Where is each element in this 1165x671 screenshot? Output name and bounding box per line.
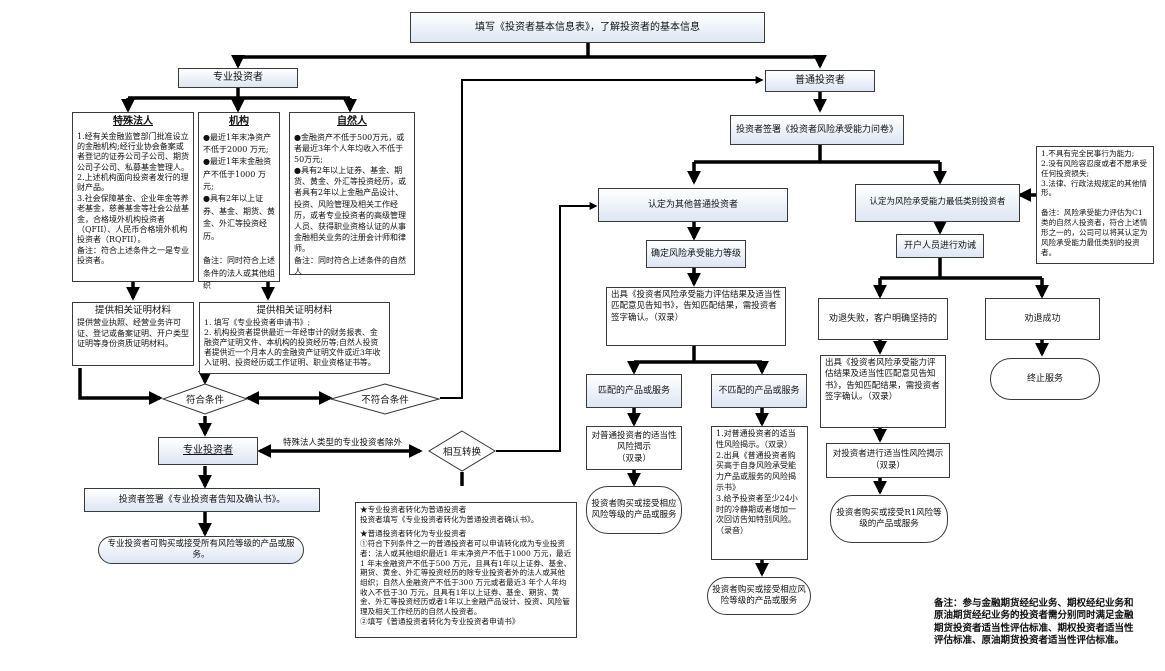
footnote: 备注：参与金融期货经纪业务、期权经纪业务和原油期货经纪业务的投资者需分别同时满足…	[934, 598, 1134, 647]
pro-investor-label: 专业投资者	[183, 445, 233, 457]
top-info-box: 填写《投资者基本信息表》，了解投资者的基本信息	[410, 12, 765, 43]
recognized-ordinary-text: 认定为其他普通投资者	[647, 199, 738, 210]
proof-right-title: 提供相关证明材料	[256, 305, 333, 316]
matched-reveal-box: 对普通投资者的适当性风险揭示 （双录）	[586, 426, 682, 470]
terminate-service-text: 终止服务	[1026, 373, 1063, 384]
unmatched-steps-box: 1.对普通投资者的适当性风险揭示。（双录） 2.出具《普通投资者购买高于自身风险…	[711, 426, 808, 560]
special-legal-box: 特殊法人 1.经有关金融监管部门批准设立的金融机构;经行业协会备案或者登记的证券…	[72, 112, 194, 282]
natural-person-title: 自然人	[337, 116, 367, 127]
issue-result2-box: 出具《投资者风险承受能力评估结果及适当性匹配意见告知书》，告知匹配结果，需投资者…	[820, 355, 946, 428]
unmatched-box: 不匹配的产品或服务	[711, 374, 807, 408]
r1-buy-text: 投资者购买或接受R1风险等级的产品或服务	[836, 507, 942, 529]
institution-box: 机构 ●最近1年末净资产不低于2000 万元; ●最近1年末金融资产不低于100…	[198, 112, 280, 290]
issue-result2-text: 出具《投资者风险承受能力评估结果及适当性匹配意见告知书》，告知匹配结果，需投资者…	[825, 358, 940, 403]
conversion-line-3: ★普通投资者转化为专业投资者	[360, 529, 467, 539]
unmatched-buy-text: 投资者购买或接受相应风险等级的产品或服务	[712, 584, 806, 606]
dissuade-text: 开户人员进行劝诫	[903, 240, 976, 251]
determine-level-text: 确定风险承受能力等级	[651, 248, 742, 259]
issue-result-text: 出具《投资者风险承受能力评估结果及适当性匹配意见告知书》，告知匹配结果，需投资者…	[611, 290, 782, 323]
mutual-conversion-diamond: 相互转换	[428, 430, 496, 472]
institution-body: ●最近1年末净资产不低于2000 万元; ●最近1年末金融资产不低于1000 万…	[203, 132, 275, 291]
meets-condition-label: 符合条件	[185, 395, 224, 406]
determine-level-box: 确定风险承受能力等级	[646, 240, 746, 268]
proof-right-box: 提供相关证明材料 1. 填写《专业投资者申请书》; 2. 机构投资者提供最近一年…	[199, 302, 390, 374]
meets-condition-diamond: 符合条件	[162, 383, 248, 415]
terminate-service-box: 终止服务	[990, 358, 1100, 400]
reveal2-box: 对投资者进行适当性风险揭示（双录）	[826, 443, 950, 478]
conversion-line-2: 投资者填写《专业投资者转化为普通投资者确认书》。	[360, 514, 539, 524]
recognized-lowest-box: 认定为风险承受能力最低类别投资者	[855, 184, 1020, 222]
pro-investor-box: 专业投资者	[158, 437, 258, 465]
natural-person-box: 自然人 ●金融资产不低于500万元，或者最近3年个人年均收入不低于50万元; ●…	[289, 112, 415, 276]
pro-sign-text: 投资者签署《专业投资者告知及确认书》。	[118, 494, 286, 505]
pro-buy-box: 专业投资者可购买或接受所有风险等级的产品或服务。	[98, 536, 304, 564]
pro-sign-box: 投资者签署《专业投资者告知及确认书》。	[84, 488, 320, 512]
dissuade-box: 开户人员进行劝诫	[896, 234, 984, 258]
ordinary-investor-box: 普通投资者	[765, 70, 875, 92]
professional-investor-box: 专业投资者	[178, 68, 298, 88]
not-meets-label: 不符合条件	[361, 395, 409, 406]
dissuade-fail-text: 劝退失败，客户明确坚持的	[828, 313, 937, 324]
matched-text: 匹配的产品或服务	[597, 385, 670, 396]
mutual-conversion-label: 相互转换	[442, 447, 481, 458]
special-legal-body: 1.经有关金融监管部门批准设立的金融机构;经行业协会备案或者登记的证券公司子公司…	[77, 131, 189, 266]
conversion-line-5: ②填写《普通投资者转化为专业投资者申请书》	[360, 616, 520, 626]
risk-questionnaire-text: 投资者签署《投资者风险承受能力问卷》	[735, 124, 898, 135]
r1-buy-box: 投资者购买或接受R1风险等级的产品或服务	[830, 495, 948, 543]
risk-questionnaire-box: 投资者签署《投资者风险承受能力问卷》	[730, 115, 904, 145]
matched-box: 匹配的产品或服务	[586, 374, 682, 408]
dissuade-fail-box: 劝退失败，客户明确坚持的	[818, 298, 948, 340]
issue-result-box: 出具《投资者风险承受能力评估结果及适当性匹配意见告知书》，告知匹配结果，需投资者…	[606, 287, 786, 346]
unmatched-text: 不匹配的产品或服务	[718, 385, 800, 396]
proof-left-box: 提供相关证明材料 提供营业执照、经营业务许可证、登记或备案证明、开户类型证明等身…	[72, 302, 194, 366]
institution-title: 机构	[229, 116, 249, 127]
recognized-ordinary-box: 认定为其他普通投资者	[598, 188, 788, 222]
matched-buy-box: 投资者购买或接受相应风险等级的产品或服务	[586, 486, 682, 534]
proof-right-body: 1. 填写《专业投资者申请书》; 2. 机构投资者提供最近一年经审计的财务报表、…	[204, 317, 381, 368]
natural-person-body: ●金融资产不低于500万元，或者最近3年个人年均收入不低于50万元; ●具有2年…	[294, 132, 406, 276]
pro-buy-text: 专业投资者可购买或接受所有风险等级的产品或服务。	[107, 538, 295, 560]
conversion-box: ★专业投资者转化为普通投资者 投资者填写《专业投资者转化为普通投资者确认书》。 …	[355, 502, 577, 638]
ordinary-investor-label: 普通投资者	[795, 75, 845, 87]
reveal2-text: 对投资者进行适当性风险揭示（双录）	[832, 449, 944, 471]
proof-left-title: 提供相关证明材料	[94, 305, 171, 316]
recognized-lowest-text: 认定为风险承受能力最低类别投资者	[869, 197, 1006, 208]
proof-left-body: 提供营业执照、经营业务许可证、登记或备案证明、开户类型证明等身份资质证明材料。	[77, 317, 189, 349]
conversion-line-1: ★专业投资者转化为普通投资者	[360, 505, 467, 514]
not-meets-diamond: 不符合条件	[330, 383, 440, 415]
special-except-note: 特殊法人类型的专业投资者除外	[283, 438, 403, 448]
dissuade-success-text: 劝退成功	[1024, 313, 1061, 324]
special-legal-title: 特殊法人	[113, 116, 153, 127]
unmatched-buy-box: 投资者购买或接受相应风险等级的产品或服务	[707, 577, 811, 615]
matched-buy-text: 投资者购买或接受相应风险等级的产品或服务	[591, 498, 677, 520]
dissuade-success-box: 劝退成功	[985, 298, 1100, 340]
conversion-line-4: ①符合下列条件之一的普通投资者可以申请转化成为专业投资者：法人或其他组织最近1 …	[360, 539, 572, 617]
professional-investor-label: 专业投资者	[213, 72, 263, 84]
top-info-text: 填写《投资者基本信息表》，了解投资者的基本信息	[475, 21, 700, 33]
lowest-conditions-box: 1.不具有完全民事行为能力; 2.没有风险容忍度或者不愿承受任何投资损失; 3.…	[1036, 146, 1154, 264]
